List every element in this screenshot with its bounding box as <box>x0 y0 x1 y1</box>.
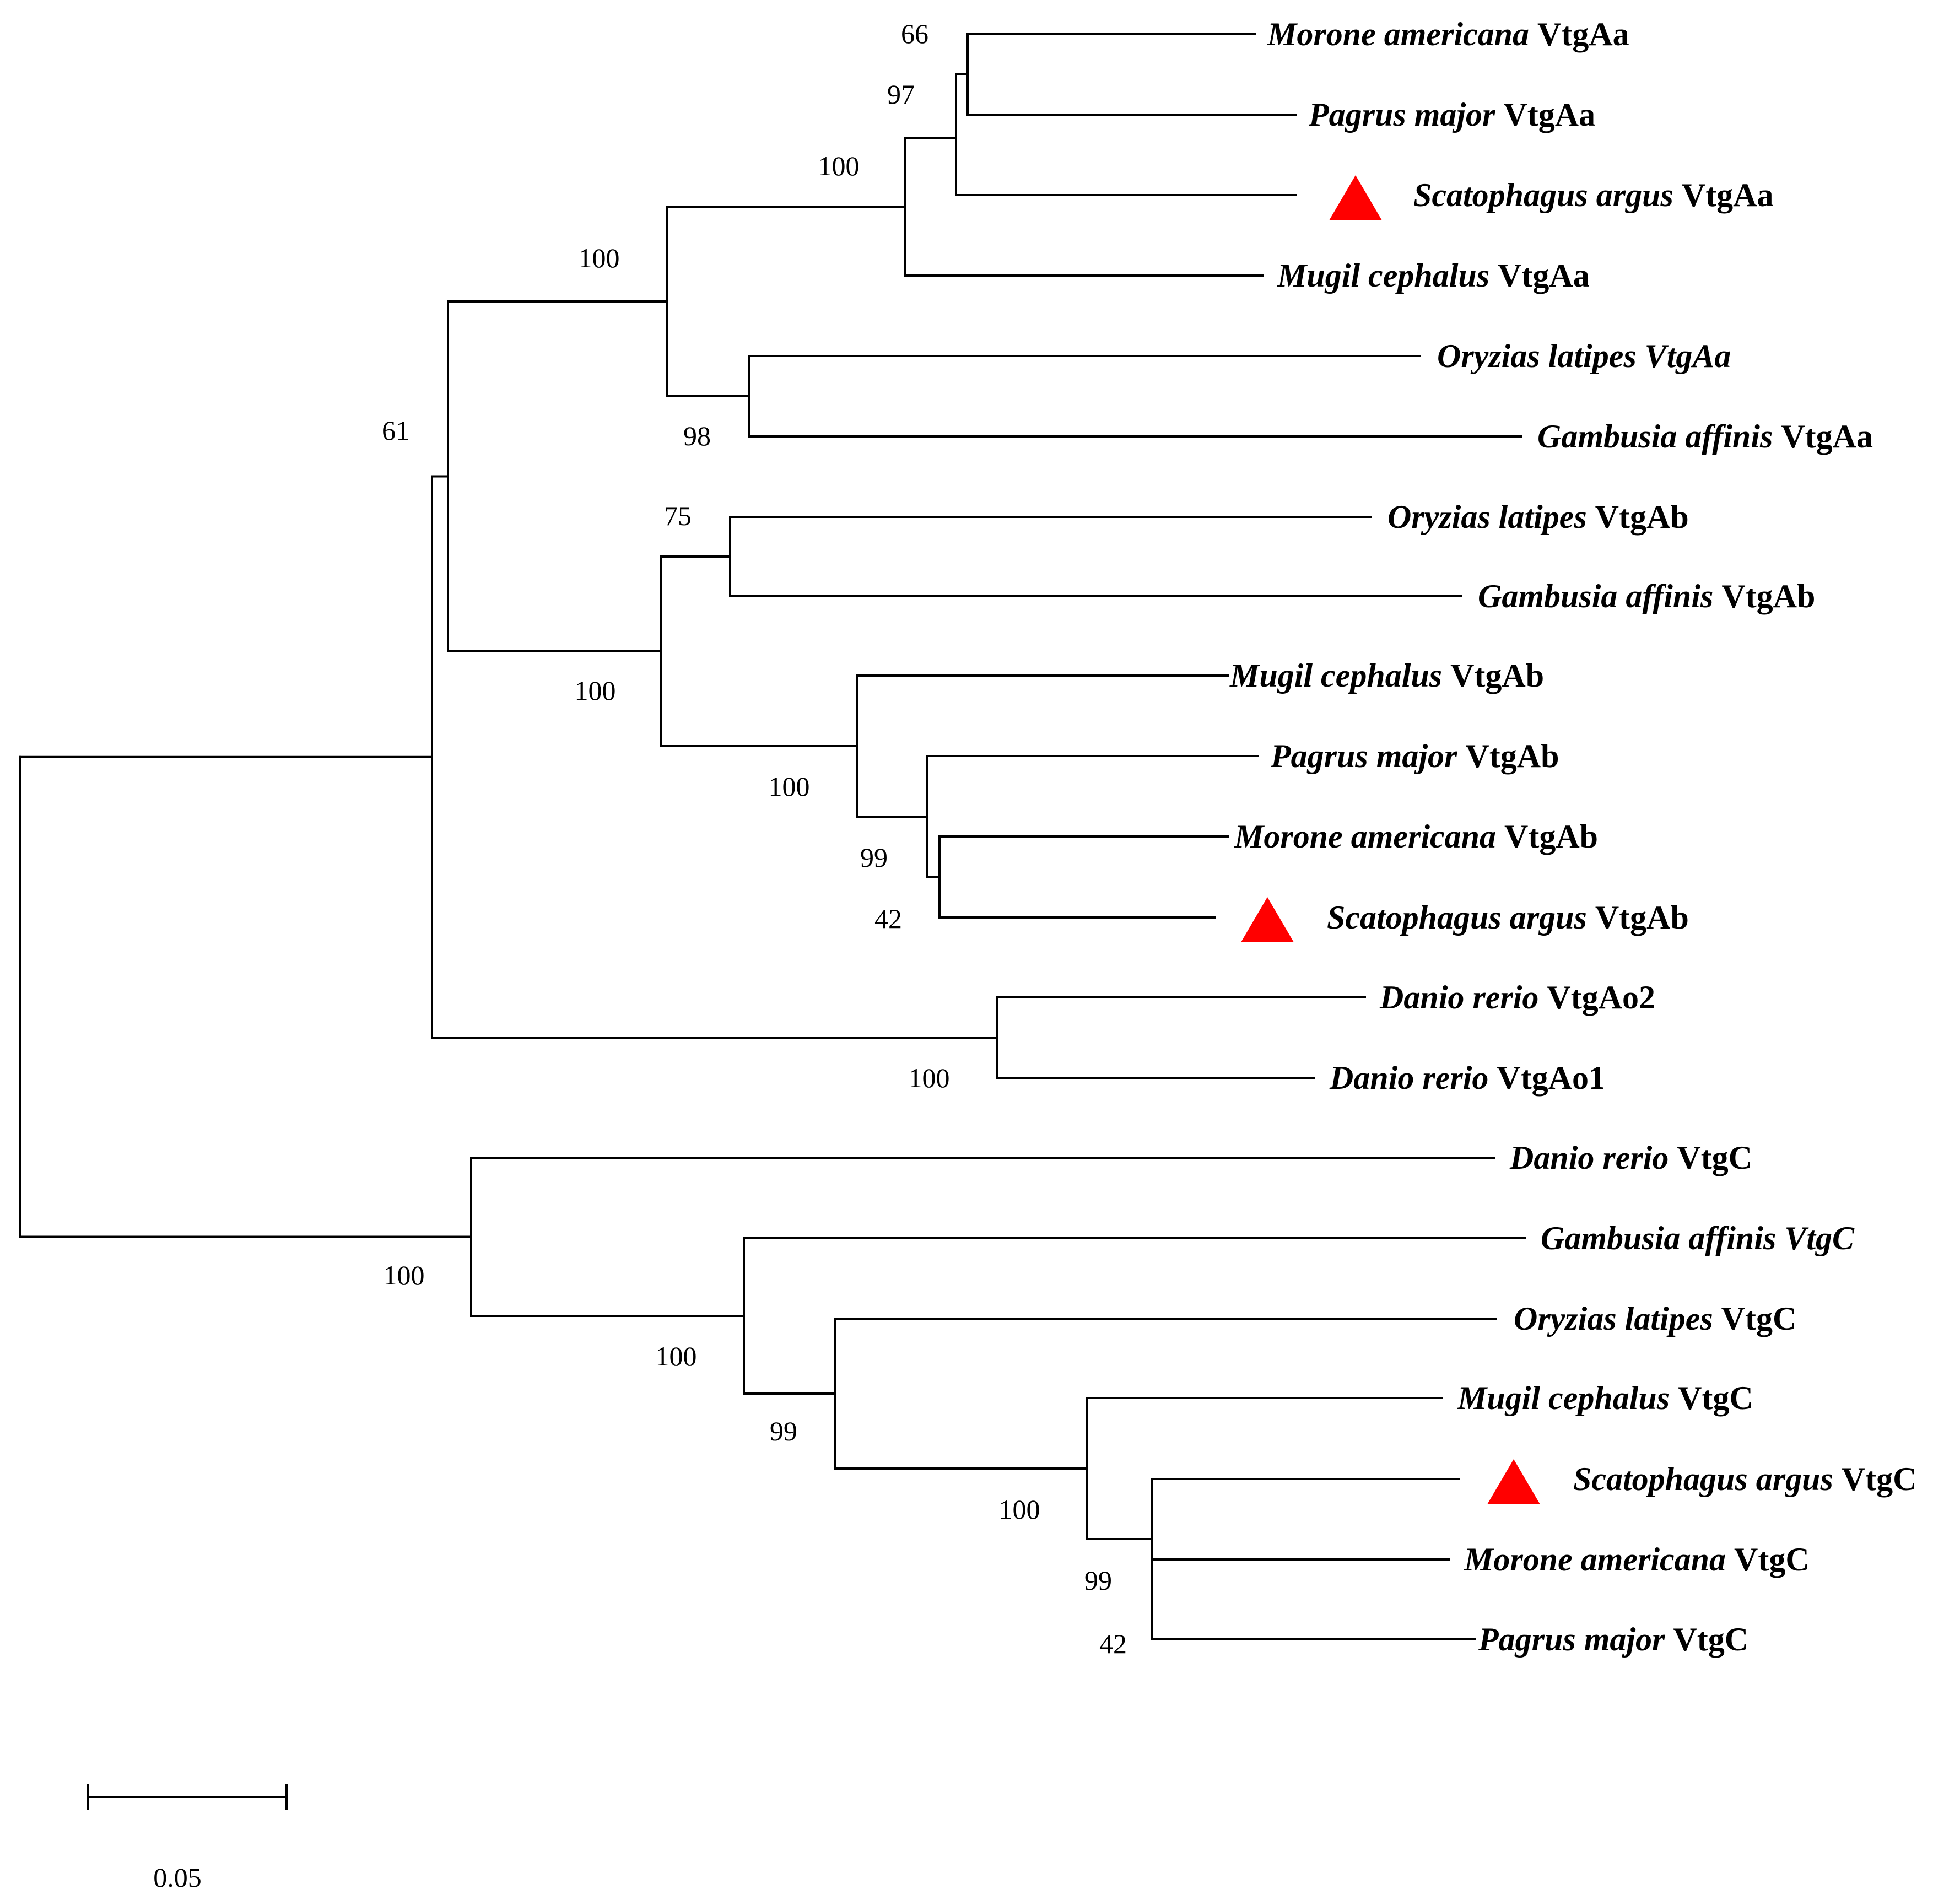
tip-species-name: Mugil cephalus <box>1277 257 1498 294</box>
tip-label: Gambusia affinis VtgAb <box>1478 578 1815 614</box>
tip-label: Pagrus major VtgC <box>1478 1621 1748 1658</box>
tip-gene-name: VtgAb <box>1721 578 1815 614</box>
tip-gene-name: VtgAa <box>1503 96 1595 133</box>
tip-species-name: Pagrus major <box>1308 96 1503 133</box>
tip-label: Morone americana VtgAa <box>1267 16 1629 52</box>
tip-species-name: Danio rerio <box>1379 979 1547 1016</box>
red-triangle-marker-icon <box>1487 1459 1540 1504</box>
bootstrap-value: 100 <box>818 150 860 181</box>
tip-gene-name: VtgC <box>1734 1541 1810 1578</box>
tip-species-name: Morone americana <box>1234 818 1504 855</box>
tip-gene-name: VtgAo1 <box>1497 1060 1605 1096</box>
bootstrap-value: 100 <box>909 1062 950 1093</box>
tip-species-name: Gambusia affinis <box>1537 418 1781 455</box>
red-triangle-marker-icon <box>1241 897 1294 942</box>
tip-label: Danio rerio VtgAo1 <box>1329 1060 1605 1096</box>
tip-gene-name: VtgAa <box>1537 16 1629 52</box>
tip-species-name: Oryzias latipes <box>1514 1300 1721 1337</box>
bootstrap-value: 100 <box>656 1341 697 1372</box>
tip-label: Danio rerio VtgC <box>1509 1140 1752 1176</box>
bootstrap-labels: 66 97 100 100 98 61 75 100 100 99 42 100 100 100 99 100… <box>382 18 1127 1659</box>
tip-gene-name: VtgC <box>1677 1140 1752 1176</box>
tip-label: Oryzias latipes VtgC <box>1514 1300 1796 1337</box>
tip-label: Scatophagus argus VtgAa <box>1413 177 1773 213</box>
tip-label: Scatophagus argus VtgC <box>1573 1461 1916 1497</box>
bootstrap-value: 100 <box>575 675 616 706</box>
tip-label: Pagrus major VtgAa <box>1308 96 1595 133</box>
tip-label: Mugil cephalus VtgAa <box>1277 257 1590 294</box>
tip-species-name: Gambusia affinis <box>1541 1220 1784 1256</box>
tip-gene-name: VtgAa <box>1682 177 1774 213</box>
tip-species-name: Oryzias latipes <box>1437 338 1645 374</box>
tip-label: Mugil cephalus VtgAb <box>1229 657 1544 694</box>
tip-gene-name: VtgC <box>1673 1621 1748 1658</box>
tip-gene-name: VtgC <box>1842 1461 1917 1497</box>
tip-species-name: Pagrus major <box>1478 1621 1673 1658</box>
bootstrap-value: 100 <box>769 771 810 802</box>
tip-label: Oryzias latipes VtgAa <box>1437 338 1731 374</box>
tip-species-name: Scatophagus argus <box>1573 1461 1842 1497</box>
tip-species-name: Morone americana <box>1267 16 1537 52</box>
tip-gene-name: VtgC <box>1784 1220 1855 1256</box>
bootstrap-value: 75 <box>664 500 692 531</box>
tip-species-name: Morone americana <box>1464 1541 1734 1578</box>
tip-gene-name: VtgC <box>1678 1380 1753 1416</box>
tip-label: Gambusia affinis VtgC <box>1541 1220 1855 1256</box>
scale-bar-label: 0.05 <box>153 1862 202 1893</box>
tree-branches <box>19 33 1526 1640</box>
tip-species-name: Scatophagus argus <box>1413 177 1682 213</box>
red-triangle-marker-icon <box>1329 175 1382 220</box>
bootstrap-value: 61 <box>382 415 409 446</box>
tip-label: Oryzias latipes VtgAb <box>1387 499 1689 535</box>
bootstrap-value: 97 <box>887 79 915 110</box>
tip-label: Danio rerio VtgAo2 <box>1379 979 1655 1016</box>
bootstrap-value: 99 <box>860 842 888 873</box>
tip-gene-name: VtgAb <box>1595 899 1689 936</box>
tip-species-name: Mugil cephalus <box>1457 1380 1678 1416</box>
tip-gene-name: VtgAo2 <box>1547 979 1655 1016</box>
bootstrap-value: 42 <box>1099 1628 1127 1659</box>
tip-gene-name: VtgAb <box>1450 657 1544 694</box>
bootstrap-value: 99 <box>770 1416 797 1446</box>
bootstrap-value: 100 <box>579 242 620 273</box>
tip-gene-name: VtgAb <box>1465 738 1559 774</box>
tip-species-name: Danio rerio <box>1329 1060 1497 1096</box>
tip-gene-name: VtgAb <box>1504 818 1598 855</box>
bootstrap-value: 66 <box>901 18 928 49</box>
bootstrap-value: 98 <box>683 420 711 451</box>
tip-label: Morone americana VtgAb <box>1234 818 1598 855</box>
tip-species-name: Pagrus major <box>1270 738 1465 774</box>
bootstrap-value: 42 <box>874 903 902 934</box>
tip-species-name: Gambusia affinis <box>1478 578 1721 614</box>
tip-species-name: Danio rerio <box>1509 1140 1677 1176</box>
tip-gene-name: VtgAb <box>1595 499 1689 535</box>
bootstrap-value: 100 <box>384 1260 425 1291</box>
tip-species-name: Oryzias latipes <box>1387 499 1595 535</box>
tip-gene-name: VtgAa <box>1645 338 1731 374</box>
bootstrap-value: 100 <box>999 1494 1040 1525</box>
tip-label: Scatophagus argus VtgAb <box>1327 899 1689 936</box>
tip-species-name: Scatophagus argus <box>1327 899 1595 936</box>
tip-gene-name: VtgC <box>1721 1300 1797 1337</box>
tip-label: Pagrus major VtgAb <box>1270 738 1559 774</box>
bootstrap-value: 99 <box>1084 1565 1112 1596</box>
species-markers <box>1241 175 1540 1504</box>
tip-label: Mugil cephalus VtgC <box>1457 1380 1753 1416</box>
tip-label: Gambusia affinis VtgAa <box>1537 418 1873 455</box>
scale-bar: 0.05 <box>87 1784 288 1893</box>
tip-gene-name: VtgAa <box>1498 257 1590 294</box>
tip-label: Morone americana VtgC <box>1464 1541 1810 1578</box>
tip-gene-name: VtgAa <box>1781 418 1873 455</box>
tip-species-name: Mugil cephalus <box>1229 657 1450 694</box>
